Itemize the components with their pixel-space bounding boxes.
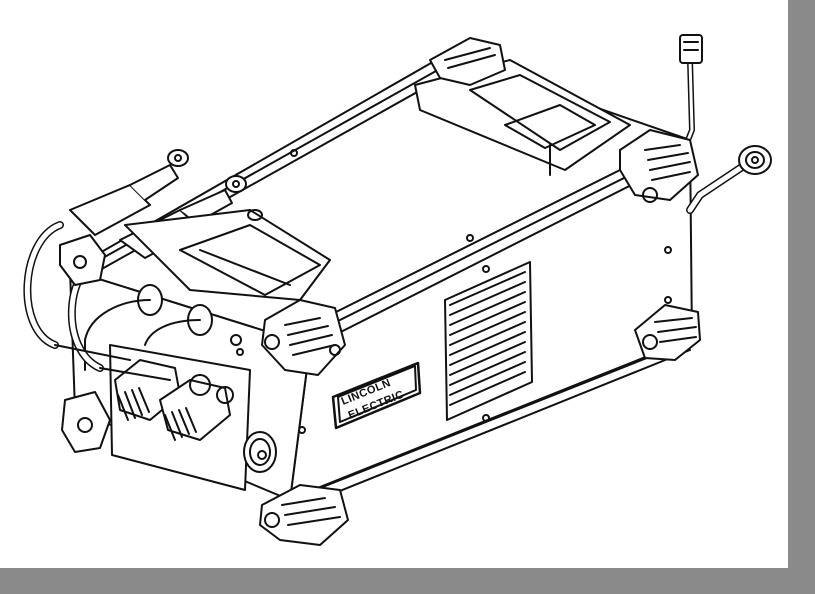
front-top-bracket bbox=[124, 209, 331, 301]
cooling-louver-vent bbox=[444, 261, 533, 421]
remote-connector bbox=[243, 431, 277, 473]
corner-bumper-front-bottom-left bbox=[61, 391, 111, 453]
corner-bumper-top-left bbox=[59, 234, 106, 286]
drawing-canvas: LINCOLN ELECTRIC bbox=[23, 34, 772, 546]
corner-bumper-top-rear bbox=[429, 37, 506, 86]
rear-top-bracket bbox=[414, 59, 631, 176]
corner-bumper-rear-bottom bbox=[634, 304, 701, 361]
front-cable-glands bbox=[84, 284, 244, 371]
corner-bumper-rear-right bbox=[619, 129, 699, 203]
frame-shadow-bottom bbox=[0, 568, 815, 594]
corner-bumper-front-bottom bbox=[259, 484, 349, 546]
corner-bumper-front-mid bbox=[261, 299, 346, 376]
frame-shadow-right bbox=[788, 0, 815, 594]
welder-line-drawing: LINCOLN ELECTRIC bbox=[23, 34, 772, 546]
output-sockets bbox=[114, 359, 234, 441]
brand-plate: LINCOLN ELECTRIC bbox=[331, 361, 422, 430]
rear-cables bbox=[679, 34, 772, 214]
